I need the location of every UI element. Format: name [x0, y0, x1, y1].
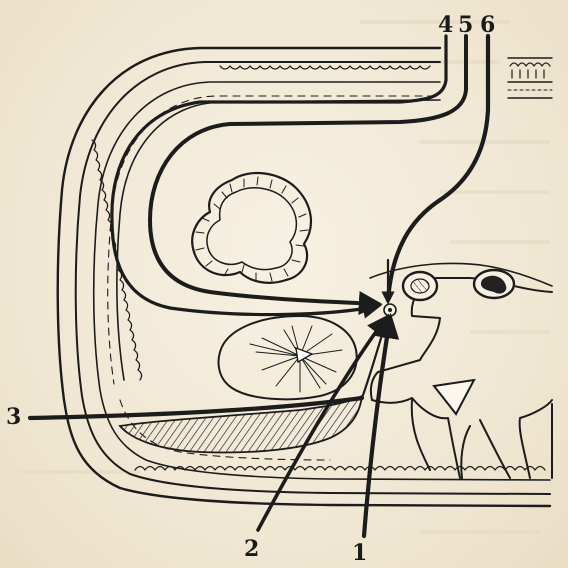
vertebra	[371, 278, 552, 478]
vena-cava	[474, 270, 514, 298]
label-3: 3	[6, 404, 21, 430]
colon-ring	[192, 173, 311, 283]
label-2: 2	[244, 536, 259, 562]
target-point	[384, 304, 396, 316]
kidney	[219, 316, 357, 399]
path-6	[388, 36, 488, 300]
label-4: 4	[438, 12, 453, 38]
label-6: 6	[480, 12, 495, 38]
path-4	[112, 36, 446, 315]
bleed-through-text	[20, 20, 550, 534]
wall-detail-inset	[508, 56, 552, 100]
label-1: 1	[352, 540, 367, 566]
path-5	[150, 36, 466, 304]
aorta	[403, 272, 437, 300]
peritoneum-line	[370, 263, 552, 286]
label-5: 5	[458, 12, 473, 38]
